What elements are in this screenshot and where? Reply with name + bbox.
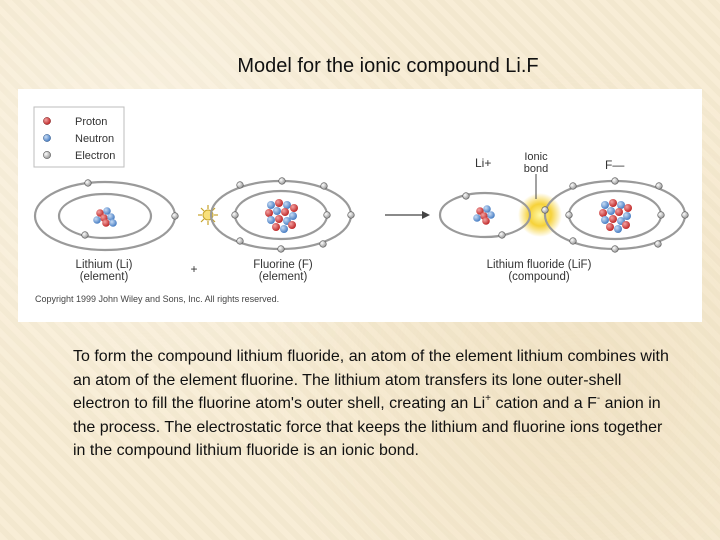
lithium-label: Lithium (Li) bbox=[76, 259, 133, 271]
ionic-bond-glow bbox=[518, 193, 562, 237]
slide-title: Model for the ionic compound Li.F bbox=[237, 55, 539, 77]
compound-label: Lithium fluoride (LiF) bbox=[487, 259, 592, 271]
fluorine-type-label: (element) bbox=[259, 271, 308, 283]
li-ion-label: Li+ bbox=[475, 156, 491, 170]
caption-paragraph: To form the compound lithium fluoride, a… bbox=[73, 345, 673, 463]
lithium-valence-electron bbox=[171, 212, 179, 220]
ionic-bond-label-line1: Ionic bbox=[524, 151, 548, 163]
ionic-bond-label-line2: bond bbox=[524, 163, 548, 175]
plus-sign: + bbox=[190, 262, 197, 276]
fluorine-inner-shell bbox=[233, 189, 329, 241]
transferred-electron bbox=[541, 206, 549, 214]
lithium-electron bbox=[84, 179, 92, 187]
fluorine-nucleus bbox=[265, 199, 298, 233]
legend-electron-swatch bbox=[43, 151, 51, 159]
caption-text-2: cation and a F bbox=[491, 395, 597, 412]
figure-svg: Proton Neutron Electron bbox=[33, 106, 689, 304]
caption-text-3: anion in the process. The electrostatic … bbox=[73, 395, 663, 459]
lithium-type-label: (element) bbox=[80, 271, 129, 283]
legend-proton-label: Proton bbox=[75, 116, 107, 128]
legend: Proton Neutron Electron bbox=[33, 106, 125, 168]
f-ion-inner-shell bbox=[567, 189, 663, 241]
fluorine-atom bbox=[209, 177, 355, 253]
reaction-arrow bbox=[385, 211, 430, 219]
legend-proton-swatch bbox=[43, 117, 51, 125]
copyright-note: Copyright 1999 John Wiley and Sons, Inc.… bbox=[35, 294, 279, 304]
legend-neutron-swatch bbox=[43, 134, 51, 142]
legend-neutron-label: Neutron bbox=[75, 133, 114, 145]
f-ion-label: F— bbox=[605, 158, 624, 172]
lithium-nucleus bbox=[93, 207, 117, 227]
caption-superscript-plus: + bbox=[485, 392, 492, 404]
lithium-fluoride-compound bbox=[438, 174, 689, 253]
electron-transfer-burst bbox=[198, 205, 218, 225]
li-ion-nucleus bbox=[473, 205, 495, 225]
ionic-compound-figure: Proton Neutron Electron bbox=[18, 89, 702, 322]
caption-superscript-minus: - bbox=[596, 392, 601, 404]
li-ion-shell bbox=[438, 191, 532, 239]
compound-type-label: (compound) bbox=[508, 271, 570, 283]
lithium-atom bbox=[33, 179, 179, 252]
lithium-electron bbox=[81, 231, 89, 239]
legend-electron-label: Electron bbox=[75, 150, 115, 162]
f-ion-nucleus bbox=[599, 199, 632, 233]
caption-text-1: To form the compound lithium fluoride, a… bbox=[73, 348, 669, 412]
lithium-outer-shell bbox=[57, 192, 153, 240]
fluorine-label: Fluorine (F) bbox=[253, 259, 313, 271]
